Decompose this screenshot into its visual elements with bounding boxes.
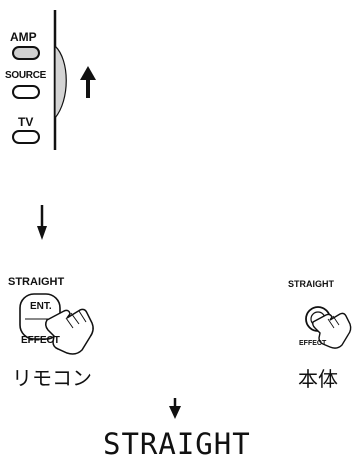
amp-button[interactable] [12, 46, 40, 60]
source-label: SOURCE [5, 70, 46, 81]
ent-label: ENT. [30, 301, 52, 312]
hand-finger-lines [65, 310, 87, 329]
tv-label: TV [18, 115, 34, 129]
pointing-hand-icon [44, 308, 94, 355]
front-panel-display: STRAIGHT [103, 427, 251, 461]
hand-finger-lines [327, 315, 340, 329]
operation-mode-switch[interactable] [54, 44, 67, 120]
remote-effect-label: EFFECT [21, 335, 60, 346]
tv-button[interactable] [12, 130, 40, 144]
main-unit-straight-label: STRAIGHT [288, 279, 334, 289]
arrow-up-icon [80, 66, 96, 98]
main-unit-caption: 本体 [298, 367, 338, 391]
source-button[interactable] [12, 85, 40, 99]
main-unit-effect-label: EFFECT [299, 340, 327, 347]
arrow-down-icon [37, 205, 47, 240]
pointing-hand-icon [312, 312, 352, 349]
remote-caption: リモコン [12, 366, 92, 390]
remote-straight-label: STRAIGHT [8, 276, 65, 288]
amp-label: AMP [10, 30, 37, 44]
arrow-down-icon [169, 398, 181, 419]
